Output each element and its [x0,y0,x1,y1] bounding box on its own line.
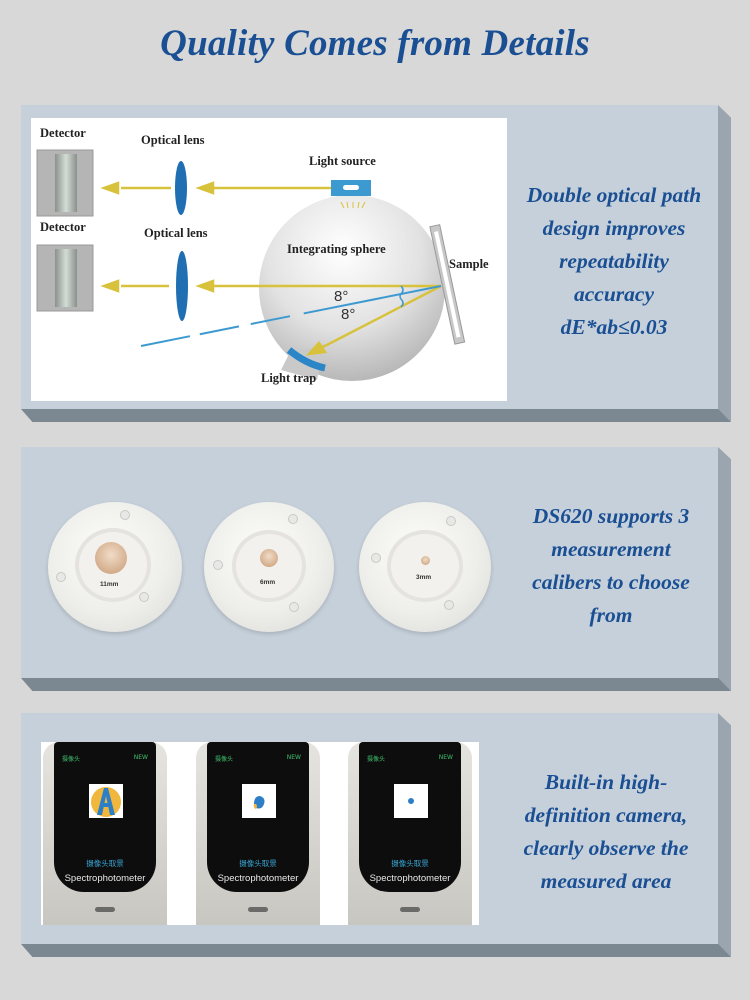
panel-bottom [21,409,731,422]
device-name: Spectrophotometer [64,873,146,884]
device-name: Spectrophotometer [217,873,299,884]
caption-line: measurement [551,537,671,561]
screen-back-label: 摄像头 [367,756,386,763]
device-screen: 摄像头 NEW 摄像头取景 Spectrophotometer [207,742,309,892]
screw-icon [444,600,454,610]
calibers-panel: 11mm 6mm 3mm DS620 supports 3 measuremen… [21,447,733,692]
caption-line: measured area [540,869,672,893]
detector-bottom-label: Detector [40,220,86,234]
lens-top-label: Optical lens [141,133,205,147]
screw-icon [288,514,298,524]
aperture-3mm: 3mm [359,502,491,632]
aperture-hole [95,542,127,574]
caption-line: from [589,603,633,627]
device-screen: 摄像头 NEW 摄像头取景 Spectrophotometer [54,742,156,892]
calibers-caption: DS620 supports 3 measurement calibers to… [511,500,711,632]
light-source-label: Light source [309,154,376,168]
camera-phones-photo: 摄像头 NEW 摄像头取景 Spectrophotometer 摄像头 NEW [41,742,479,925]
angle-label-1: 8° [334,288,349,305]
screen-back-label: 摄像头 [62,756,81,763]
screw-icon [446,516,456,526]
aperture-6mm: 6mm [204,502,334,632]
lens-top-icon [175,161,187,215]
camera-caption: Built-in high- definition camera, clearl… [496,766,716,898]
panel-bottom [21,678,731,691]
panel-bottom [21,944,731,957]
caption-line: DS620 supports 3 [532,504,690,528]
aperture-hole [260,549,278,567]
caption-line: clearly observe the [523,836,689,860]
panel-side [718,105,731,422]
screen-back-label: 摄像头 [215,756,234,763]
device-name: Spectrophotometer [369,873,451,884]
caption-line: design improves [542,216,686,240]
screw-icon [120,510,130,520]
screw-icon [371,553,381,563]
lens-bottom-label: Optical lens [144,226,208,240]
detector-top-icon [36,149,94,217]
integrating-sphere-icon [259,195,445,381]
camera-view-dot [394,784,428,818]
caption-line: repeatability [559,249,669,273]
screw-icon [289,602,299,612]
device-phone-2: 摄像头 NEW 摄像头取景 Spectrophotometer [196,742,320,925]
light-source-icon [331,180,371,209]
device-slot [400,907,420,912]
screen-status: NEW [438,754,453,761]
camera-view-partial [242,784,276,818]
device-slot [95,907,115,912]
camera-view-letter-a [89,784,123,818]
dot-view-icon [408,798,414,804]
device-phone-3: 摄像头 NEW 摄像头取景 Spectrophotometer [348,742,472,925]
device-slot [248,907,268,912]
optical-diagram: Detector Detector Optical lens Optical l… [31,118,507,401]
caption-line: calibers to choose [532,570,690,594]
screw-icon [56,572,66,582]
aperture-size-label: 6mm [260,579,276,586]
partial-view-icon [253,796,265,809]
panel-side [718,713,731,957]
optical-path-panel: Detector Detector Optical lens Optical l… [21,105,733,423]
light-trap-label: Light trap [261,371,317,385]
sample-label: Sample [449,257,489,271]
aperture-size-label: 11mm [100,581,119,588]
caption-line: accuracy [574,282,654,306]
aperture-size-label: 3mm [416,574,432,581]
optical-path-caption: Double optical path design improves repe… [511,179,717,344]
screen-status: NEW [286,754,301,761]
aperture-hole [421,556,430,565]
letter-a-icon [91,787,121,817]
device-screen: 摄像头 NEW 摄像头取景 Spectrophotometer [359,742,461,892]
screen-caption: 摄像头取景 [239,859,277,868]
screen-caption: 摄像头取景 [391,859,429,868]
sample-holder-icon [429,224,466,345]
caption-line: Built-in high- [544,770,668,794]
caption-line: dE*ab≤0.03 [560,315,668,339]
caption-line: definition camera, [524,803,688,827]
caption-line: Double optical path [526,183,702,207]
lens-bottom-icon [176,251,188,321]
screen-status: NEW [133,754,148,761]
detector-bottom-icon [36,244,94,312]
aperture-11mm: 11mm [48,502,182,632]
angle-label-2: 8° [341,306,356,323]
device-phone-1: 摄像头 NEW 摄像头取景 Spectrophotometer [43,742,167,925]
panel-side [718,447,731,691]
screw-icon [213,560,223,570]
screw-icon [139,592,149,602]
detector-top-label: Detector [40,126,86,140]
optical-diagram-graphic [36,149,466,381]
integrating-sphere-label: Integrating sphere [287,242,386,256]
page-title: Quality Comes from Details [160,23,590,64]
screen-caption: 摄像头取景 [86,859,124,868]
camera-panel: 摄像头 NEW 摄像头取景 Spectrophotometer 摄像头 NEW [21,713,733,958]
